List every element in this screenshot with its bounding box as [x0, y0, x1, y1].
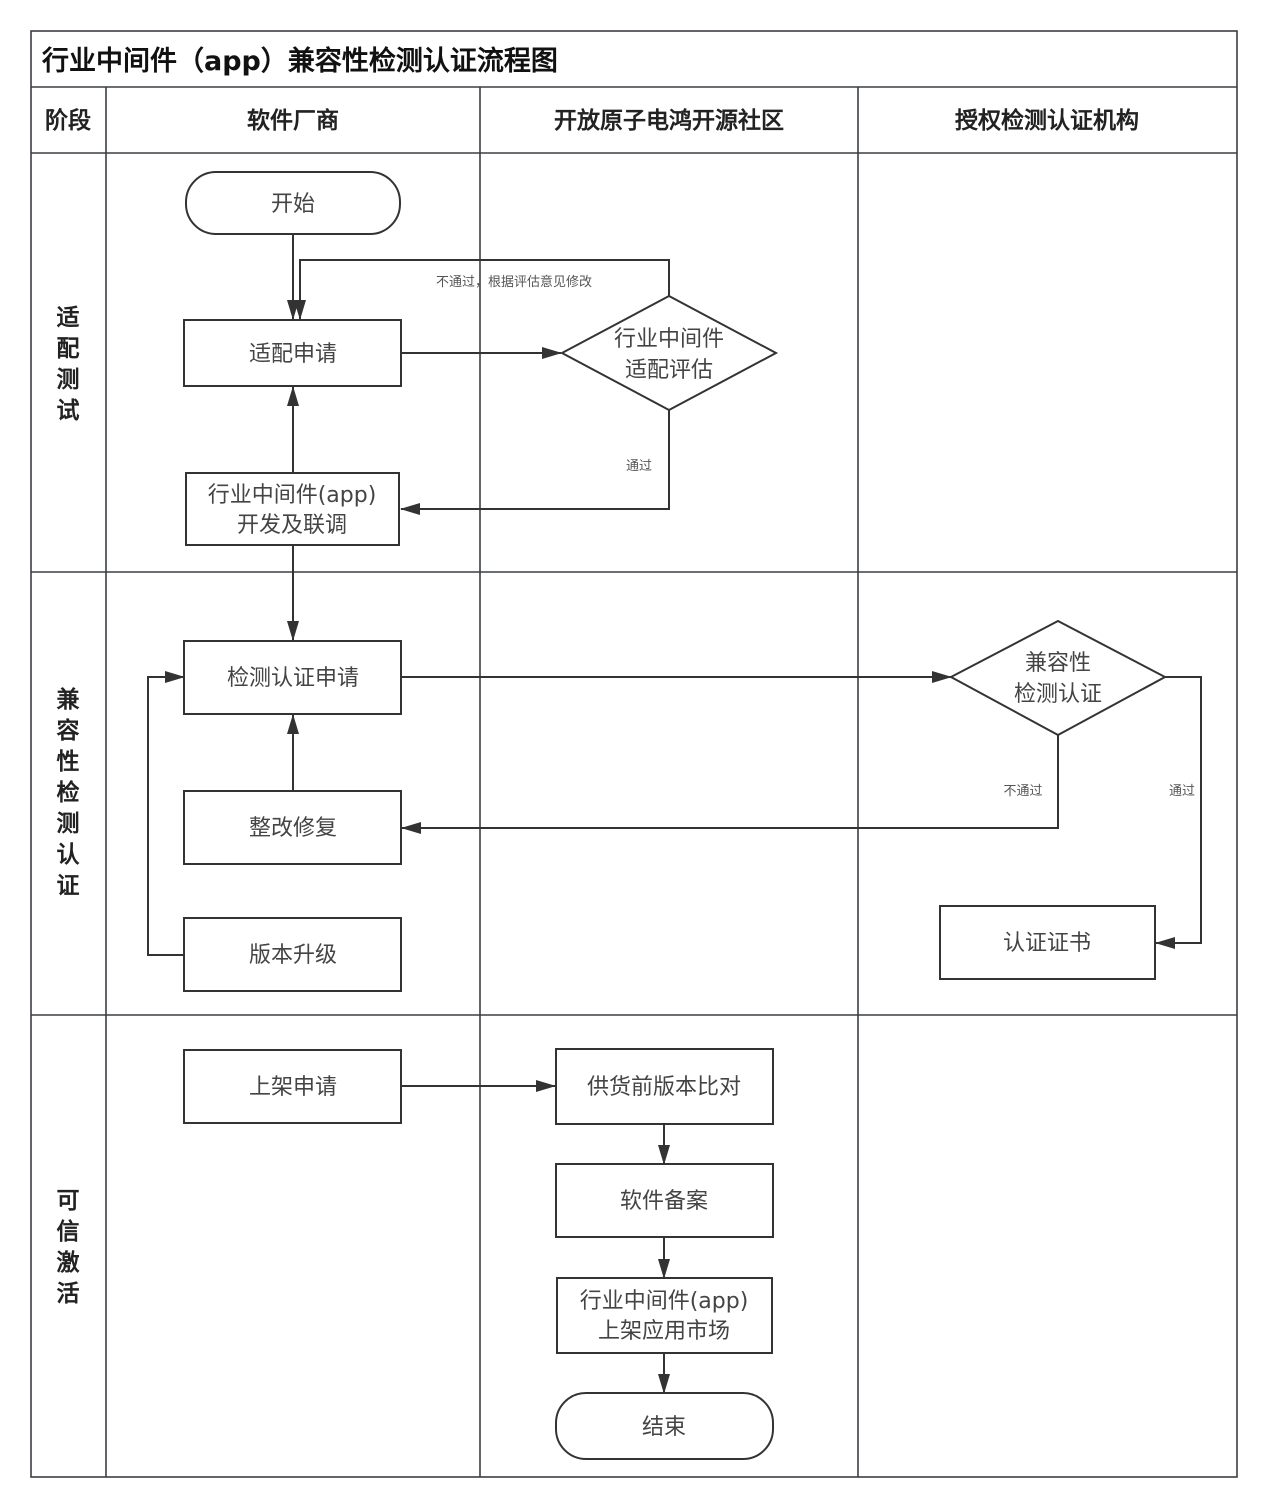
svg-text:配: 配 [57, 336, 80, 362]
process-shape [555, 1048, 774, 1125]
svg-text:试: 试 [57, 398, 80, 424]
terminal-shape [185, 171, 401, 235]
node-rectify[interactable]: 整改修复 [183, 790, 402, 865]
svg-text:适: 适 [57, 305, 80, 331]
node-software-record[interactable]: 软件备案 [555, 1163, 774, 1238]
svg-text:认证证书: 认证证书 [1003, 931, 1091, 956]
svg-text:兼容性: 兼容性 [1025, 651, 1091, 676]
svg-text:上架应用市场: 上架应用市场 [598, 1319, 730, 1344]
svg-text:检测认证: 检测认证 [1014, 682, 1102, 707]
svg-text:适配申请: 适配申请 [249, 342, 337, 367]
edge-upgrade-to-cert-apply [147, 671, 185, 956]
svg-text:供货前版本比对: 供货前版本比对 [587, 1075, 741, 1100]
svg-text:性: 性 [57, 749, 80, 775]
node-start[interactable]: 开始 [185, 171, 401, 235]
edge-decision-pass-to-certificate [1155, 676, 1202, 949]
decision-shape [559, 294, 779, 412]
edge-decision-fail-to-rectify [401, 735, 1059, 834]
node-compat-cert[interactable]: 兼容性 检测认证 [948, 619, 1168, 737]
svg-text:激: 激 [57, 1249, 80, 1276]
node-adapt-apply[interactable]: 适配申请 [183, 319, 402, 387]
svg-text:认: 认 [57, 842, 80, 868]
svg-text:行业中间件(app): 行业中间件(app) [208, 483, 377, 508]
svg-text:行业中间件(app): 行业中间件(app) [580, 1289, 749, 1314]
svg-text:证: 证 [57, 873, 80, 899]
svg-text:容: 容 [57, 717, 80, 744]
process-shape [183, 319, 402, 387]
edge-label-fail-modify: 不通过，根据评估意见修改 [436, 274, 592, 290]
node-version-compare[interactable]: 供货前版本比对 [555, 1048, 774, 1125]
node-dev-debug[interactable]: 行业中间件(app) 开发及联调 [185, 472, 400, 546]
svg-text:活: 活 [57, 1281, 80, 1307]
decision-shape [948, 619, 1168, 737]
svg-text:结束: 结束 [642, 1415, 686, 1440]
process-shape [555, 1163, 774, 1238]
phase-label-trusted-activation: 可 信 激 活 [57, 1188, 80, 1307]
svg-text:版本升级: 版本升级 [249, 943, 337, 968]
header-lane-vendor: 软件厂商 [247, 107, 339, 134]
svg-text:适配评估: 适配评估 [625, 358, 713, 383]
diagram-title: 行业中间件（app）兼容性检测认证流程图 [41, 45, 558, 77]
process-shape [183, 790, 402, 865]
connectors [147, 234, 1202, 1394]
svg-text:兼: 兼 [57, 686, 80, 713]
phase-label-compat-cert: 兼 容 性 检 测 认 证 [57, 686, 80, 899]
svg-text:整改修复: 整改修复 [249, 816, 337, 841]
edge-label-adapt-pass: 通过 [626, 459, 652, 474]
svg-text:软件备案: 软件备案 [620, 1189, 708, 1214]
header-lane-community: 开放原子电鸿开源社区 [554, 107, 784, 134]
svg-text:检: 检 [57, 779, 80, 806]
edge-label-cert-fail: 不通过 [1003, 784, 1042, 799]
node-market-listing[interactable]: 行业中间件(app) 上架应用市场 [556, 1277, 773, 1354]
node-cert-apply[interactable]: 检测认证申请 [183, 640, 402, 715]
svg-text:开始: 开始 [271, 192, 315, 217]
process-shape [556, 1277, 773, 1354]
swimlane-grid [30, 30, 1238, 1478]
outer-border [30, 30, 1238, 1478]
svg-text:测: 测 [57, 811, 80, 837]
terminal-shape [555, 1392, 774, 1460]
svg-text:上架申请: 上架申请 [249, 1075, 337, 1100]
process-shape [939, 905, 1156, 980]
header-lane-cert-body: 授权检测认证机构 [955, 107, 1139, 134]
process-shape [183, 640, 402, 715]
node-certificate[interactable]: 认证证书 [939, 905, 1156, 980]
edge-label-cert-pass: 通过 [1169, 784, 1195, 799]
node-end[interactable]: 结束 [555, 1392, 774, 1460]
process-shape [183, 1049, 402, 1124]
process-shape [183, 917, 402, 992]
svg-text:检测认证申请: 检测认证申请 [227, 666, 359, 691]
edge-eval-fail-loop [294, 259, 670, 320]
svg-text:行业中间件: 行业中间件 [614, 327, 724, 352]
edge-eval-pass-to-dev [400, 410, 670, 515]
svg-text:可: 可 [57, 1188, 80, 1214]
process-shape [185, 472, 400, 546]
node-listing-apply[interactable]: 上架申请 [183, 1049, 402, 1124]
svg-text:开发及联调: 开发及联调 [237, 513, 347, 538]
header-phase: 阶段 [45, 107, 91, 134]
phase-label-adapt-test: 适 配 测 试 [57, 305, 80, 424]
svg-text:信: 信 [57, 1218, 80, 1245]
svg-text:测: 测 [57, 367, 80, 393]
node-adapt-eval[interactable]: 行业中间件 适配评估 [559, 294, 779, 412]
node-upgrade[interactable]: 版本升级 [183, 917, 402, 992]
